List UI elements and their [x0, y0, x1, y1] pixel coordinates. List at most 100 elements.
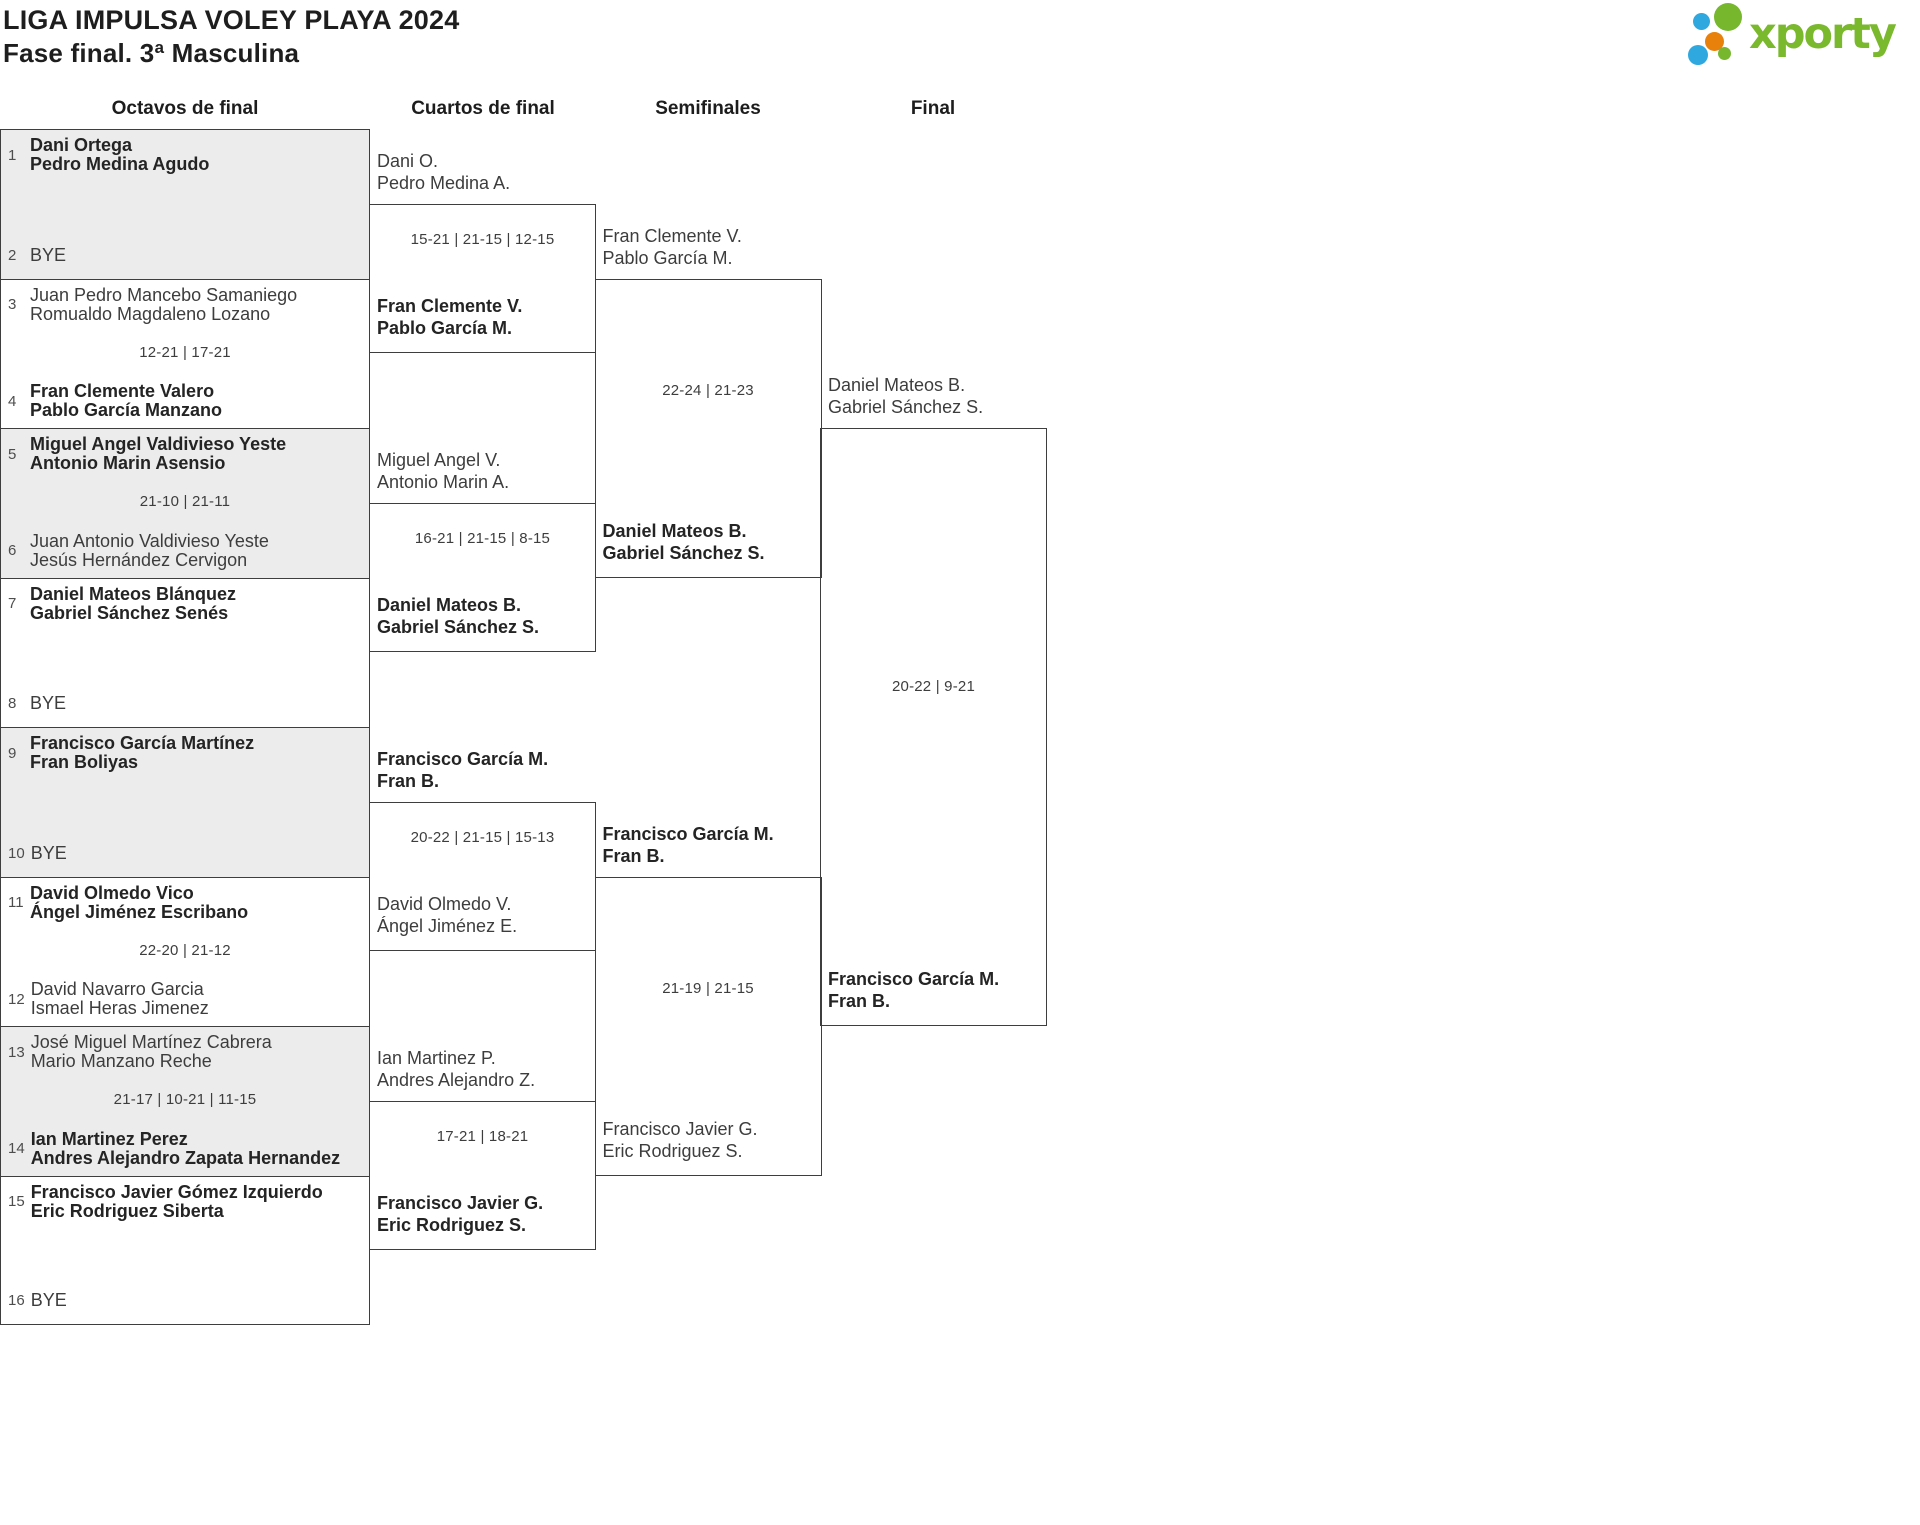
team-seed: 15 [8, 1193, 25, 1210]
match-cuartos-3[interactable]: Francisco García M.Fran B. 20-22 | 21-15… [369, 749, 596, 952]
match-cuartos-1[interactable]: Dani O.Pedro Medina A. 15-21 | 21-15 | 1… [369, 151, 596, 354]
team-name: Daniel Mateos B.Gabriel Sánchez S. [377, 595, 540, 638]
team-seed: 1 [8, 146, 17, 164]
match-score: 21-19 | 21-15 [662, 979, 754, 997]
team-name: Daniel Mateos B.Gabriel Sánchez S. [828, 375, 984, 417]
team-name: BYE [30, 244, 67, 265]
logo-dot-blue-small-icon [1693, 13, 1710, 30]
team-seed: 14 [8, 1140, 25, 1157]
team-seed: 16 [8, 1292, 25, 1309]
team-seed: 10 [8, 844, 25, 862]
round-header-semifinales: Semifinales [655, 98, 761, 119]
team-seed: 2 [8, 246, 17, 264]
team-seed: 3 [8, 296, 17, 313]
match-final[interactable]: Daniel Mateos B.Gabriel Sánchez S. 20-22… [820, 375, 1047, 1026]
match-score: 22-24 | 21-23 [662, 381, 754, 399]
team-seed: 4 [8, 392, 17, 410]
team-seed: 13 [8, 1043, 25, 1061]
page-subtitle: Fase final. 3ª Masculina [3, 38, 300, 68]
page-title: LIGA IMPULSA VOLEY PLAYA 2024 [3, 5, 460, 35]
team-seed: 6 [8, 542, 17, 559]
team-row: 2 BYE [8, 244, 363, 265]
match-cuartos-2[interactable]: Miguel Angel V.Antonio Marin A. 16-21 | … [369, 450, 596, 653]
match-score: 17-21 | 18-21 [436, 1127, 529, 1145]
team-name: Fran Clemente V.Pablo García M. [602, 225, 742, 268]
round-header-final: Final [910, 98, 956, 119]
team-name: BYE [30, 842, 67, 863]
match-score: 16-21 | 21-15 | 8-15 [414, 529, 551, 547]
team-seed: 11 [8, 894, 24, 911]
xporty-logo: xporty [1685, 0, 1920, 72]
match-cuartos-4[interactable]: Ian Martinez P.Andres Alejandro Z. 17-21… [369, 1048, 596, 1251]
team-name: BYE [30, 693, 67, 713]
team-name: Francisco García M.Fran B. [377, 748, 549, 791]
team-name: Daniel Mateos B.Gabriel Sánchez S. [602, 520, 765, 563]
team-seed: 5 [8, 445, 17, 463]
match-score: 15-21 | 21-15 | 12-15 [410, 230, 555, 248]
team-name: David Olmedo V.Ángel Jiménez E. [377, 894, 518, 937]
match-score: 22-20 | 21-12 [139, 941, 231, 959]
match-semifinal-1[interactable]: Fran Clemente V.Pablo García M. 22-24 | … [594, 226, 822, 578]
logo-dot-green-small-icon [1718, 47, 1731, 60]
match-semifinal-2[interactable]: Francisco García M.Fran B. 21-19 | 21-15… [594, 824, 822, 1176]
match-score: 21-17 | 10-21 | 11-15 [113, 1091, 257, 1109]
logo-dot-blue-large-icon [1688, 45, 1708, 65]
team-seed: 9 [8, 744, 17, 762]
match-score: 21-10 | 21-11 [139, 493, 231, 511]
logo-dot-orange-icon [1705, 32, 1724, 51]
team-name: Fran Clemente V.Pablo García M. [377, 296, 523, 339]
match-score: 12-21 | 17-21 [139, 343, 231, 361]
team-name: Francisco Javier G.Eric Rodriguez S. [377, 1193, 544, 1236]
team-name: Miguel Angel V.Antonio Marin A. [377, 449, 510, 492]
team-name: BYE [30, 1290, 67, 1310]
match-score: 20-22 | 9-21 [891, 678, 976, 695]
team-row: 8 BYE [8, 694, 363, 713]
team-seed: 12 [8, 990, 25, 1008]
team-row: 10 BYE [8, 842, 363, 863]
round-header-octavos: Octavos de final [111, 98, 259, 119]
round-header-cuartos: Cuartos de final [411, 98, 555, 119]
team-seed: 8 [8, 695, 17, 712]
team-seed: 7 [8, 595, 17, 612]
team-name: Francisco García M.Fran B. [602, 823, 774, 866]
team-row: 16 BYE [8, 1291, 363, 1310]
team-name: Francisco Javier G.Eric Rodriguez S. [602, 1118, 758, 1161]
team-name: Dani O.Pedro Medina A. [377, 150, 511, 193]
team-name: Ian Martinez P.Andres Alejandro Z. [377, 1047, 536, 1090]
team-name: Francisco García M.Fran B. [828, 969, 1000, 1011]
match-score: 20-22 | 21-15 | 15-13 [410, 828, 555, 846]
